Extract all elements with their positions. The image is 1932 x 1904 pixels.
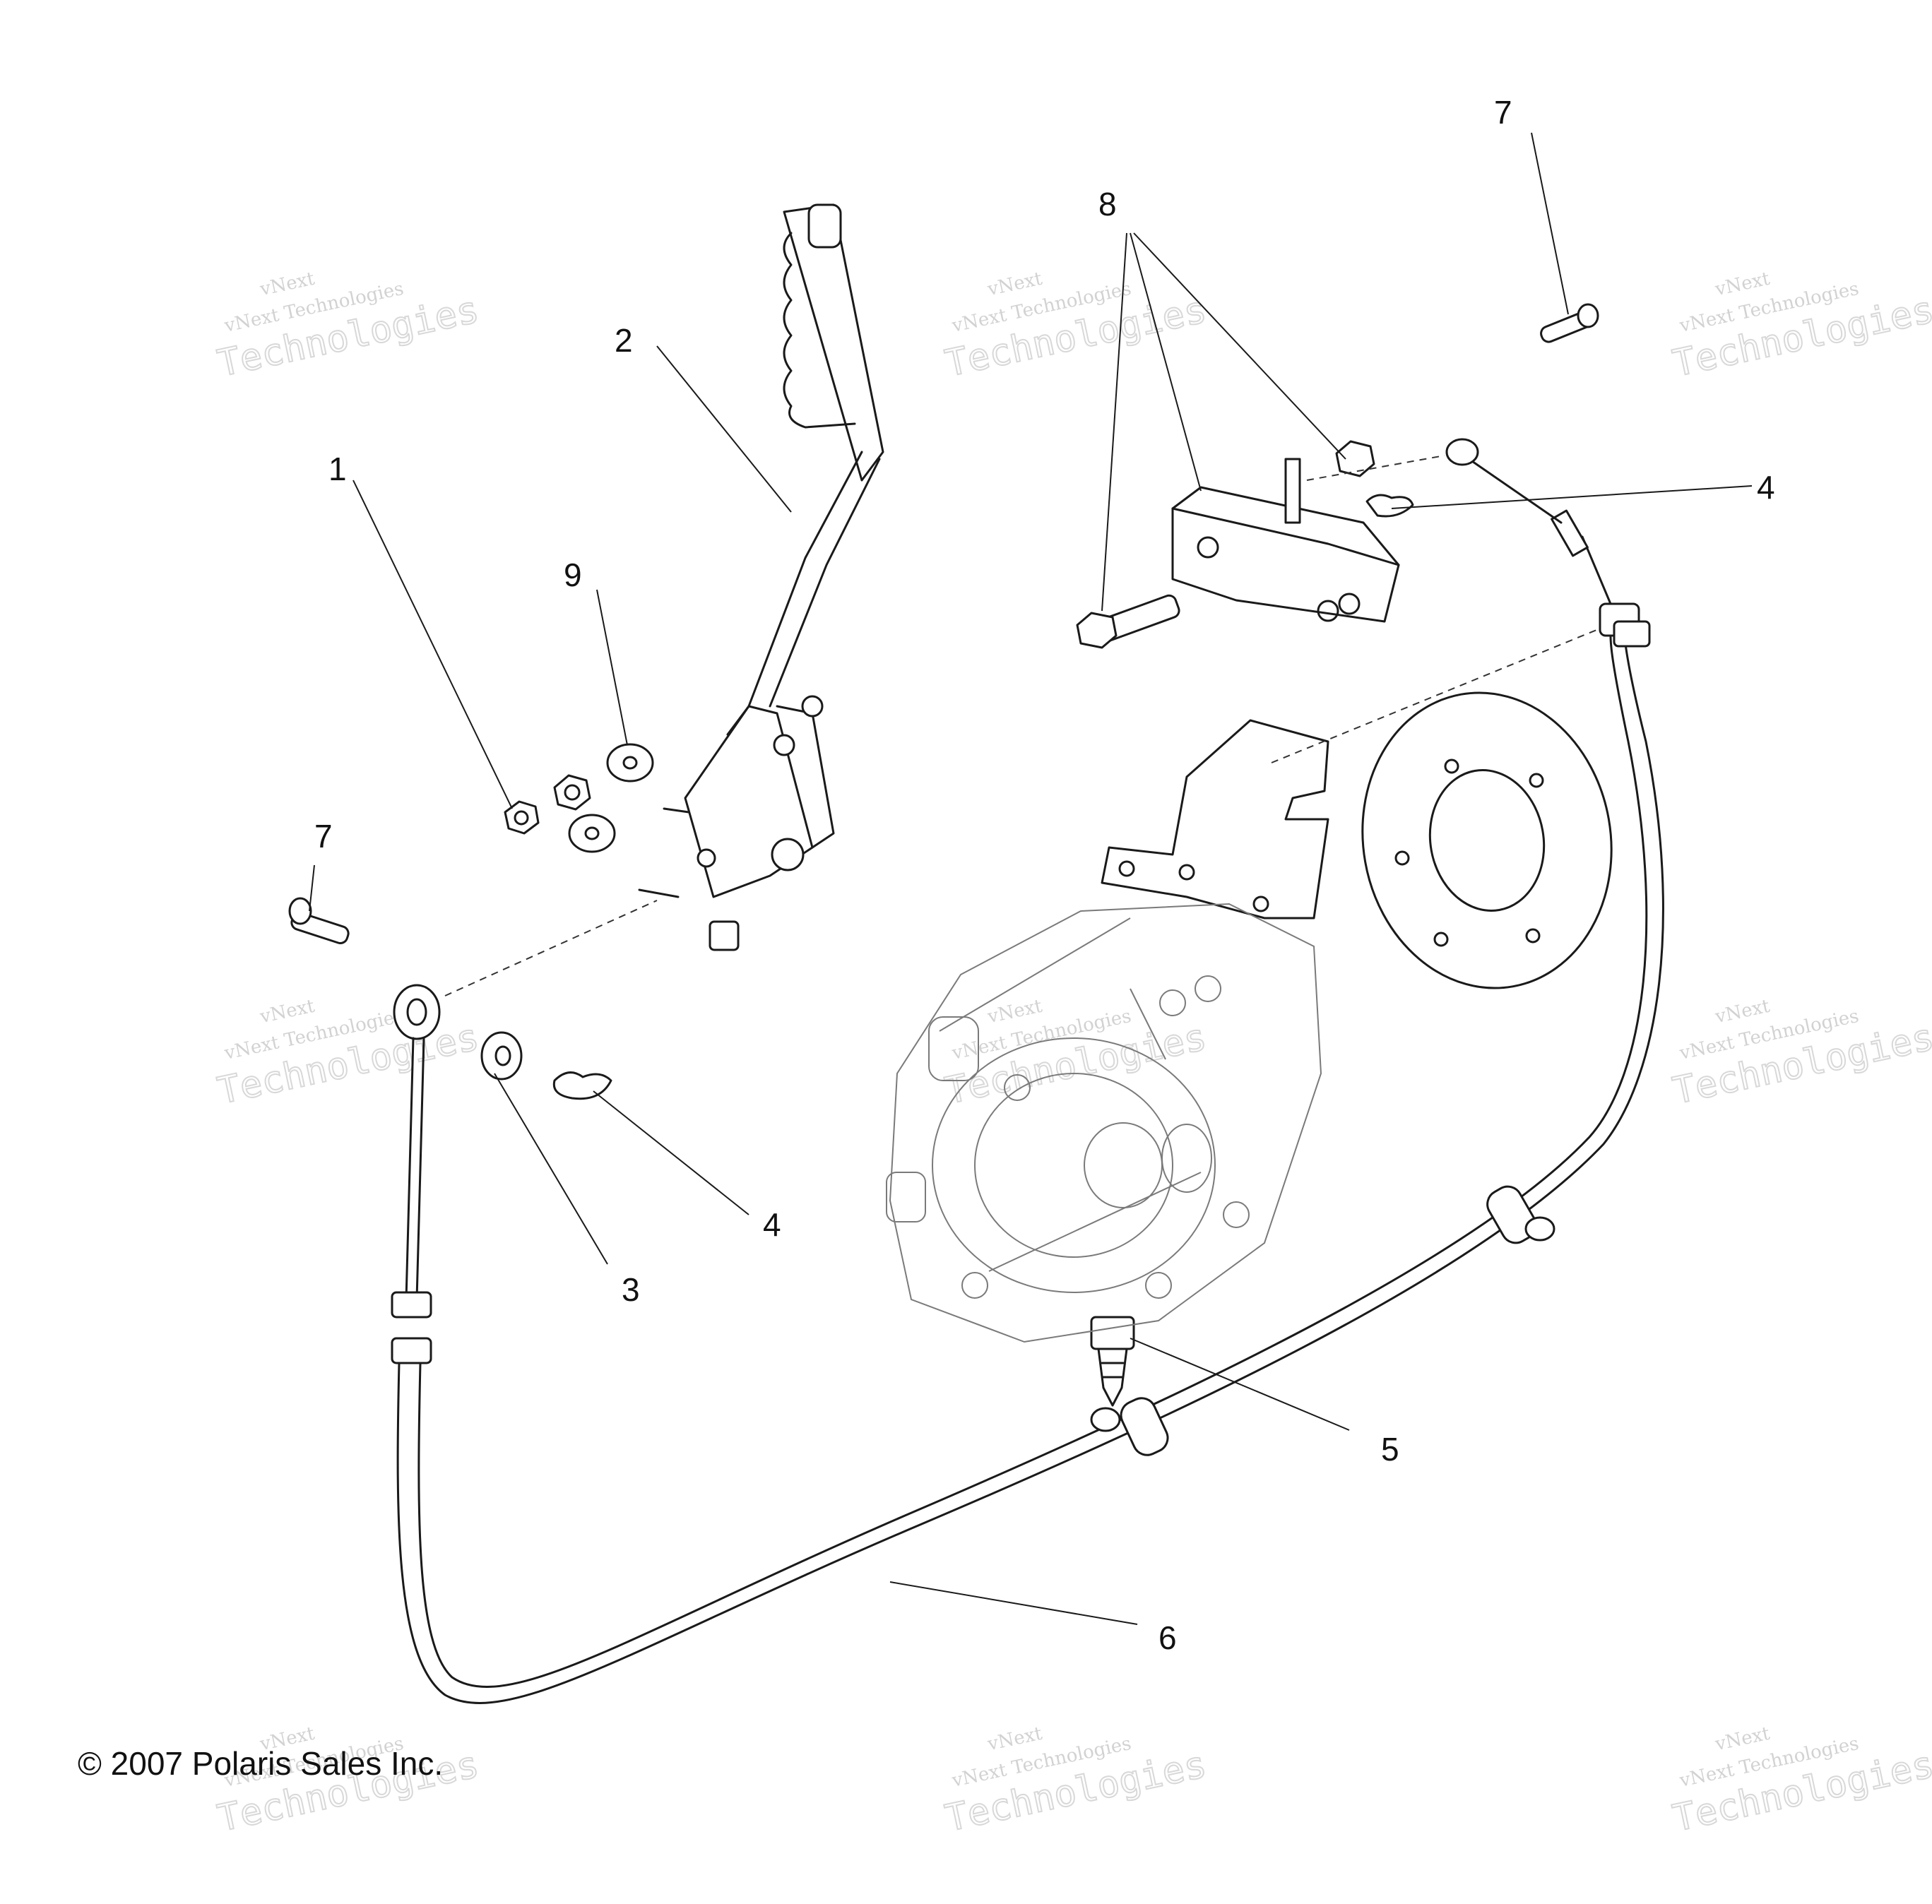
callout-8: 8 bbox=[1098, 186, 1117, 222]
brake-pedal bbox=[638, 203, 884, 951]
callout-7-lower: 7 bbox=[314, 818, 333, 855]
clevis-pin-left bbox=[288, 897, 350, 944]
watermark: vNext vNext Technologies Technologies bbox=[213, 996, 483, 1114]
alignment-lines bbox=[444, 455, 1601, 996]
washer bbox=[568, 814, 616, 853]
transmission-housing bbox=[886, 903, 1322, 1343]
clevis-pin-right bbox=[1540, 303, 1599, 343]
watermark: vNext vNext Technologies Technologies bbox=[1669, 996, 1932, 1114]
watermark: vNext vNext Technologies Technologies bbox=[941, 268, 1211, 386]
cable-clamp-upper bbox=[1486, 1185, 1555, 1244]
brake-disc bbox=[1361, 691, 1613, 989]
callout-9: 9 bbox=[564, 557, 582, 593]
svg-text:vNext: vNext bbox=[1713, 268, 1772, 301]
callout-5: 5 bbox=[1381, 1431, 1399, 1468]
svg-text:vNext: vNext bbox=[258, 996, 317, 1028]
flange-bolt-5 bbox=[1090, 1316, 1135, 1407]
watermark: vNext vNext Technologies Technologies bbox=[1669, 268, 1932, 386]
hex-nut bbox=[553, 774, 591, 811]
callouts: 1 2 3 4 4 5 6 7 7 8 9 bbox=[314, 94, 1775, 1656]
watermark: vNext vNext Technologies Technologies bbox=[213, 268, 483, 386]
callout-6: 6 bbox=[1158, 1619, 1177, 1656]
watermark: vNext vNext Technologies Technologies bbox=[1669, 1723, 1932, 1841]
leader-lines bbox=[309, 132, 1753, 1625]
watermark: vNext vNext Technologies Technologies bbox=[941, 1723, 1211, 1841]
callout-2: 2 bbox=[615, 322, 633, 359]
svg-text:vNext: vNext bbox=[1713, 996, 1772, 1028]
flat-washer-3 bbox=[480, 1031, 523, 1081]
cable-clamp-lower bbox=[1090, 1397, 1169, 1456]
caliper-bolt bbox=[1076, 594, 1180, 649]
brake-caliper bbox=[1171, 458, 1400, 623]
svg-text:vNext: vNext bbox=[1713, 1723, 1772, 1756]
svg-text:vNext: vNext bbox=[985, 1723, 1045, 1756]
svg-text:vNext: vNext bbox=[258, 268, 317, 301]
callout-1: 1 bbox=[328, 451, 347, 487]
hex-nut-1 bbox=[504, 800, 540, 835]
svg-text:vNext: vNext bbox=[985, 996, 1045, 1028]
callout-7-upper: 7 bbox=[1494, 94, 1512, 131]
callout-3: 3 bbox=[622, 1271, 640, 1308]
brake-cable bbox=[391, 438, 1664, 1704]
caliper-nut bbox=[1335, 440, 1375, 477]
callout-4-upper: 4 bbox=[1757, 469, 1775, 506]
svg-text:vNext: vNext bbox=[985, 268, 1045, 301]
washer-9 bbox=[606, 743, 654, 783]
copyright-notice: © 2007 Polaris Sales Inc. bbox=[78, 1745, 444, 1782]
hair-clip-lower bbox=[552, 1071, 612, 1100]
callout-4-lower: 4 bbox=[763, 1206, 781, 1243]
hair-clip-upper bbox=[1365, 494, 1414, 518]
caliper-bracket bbox=[1101, 719, 1329, 920]
